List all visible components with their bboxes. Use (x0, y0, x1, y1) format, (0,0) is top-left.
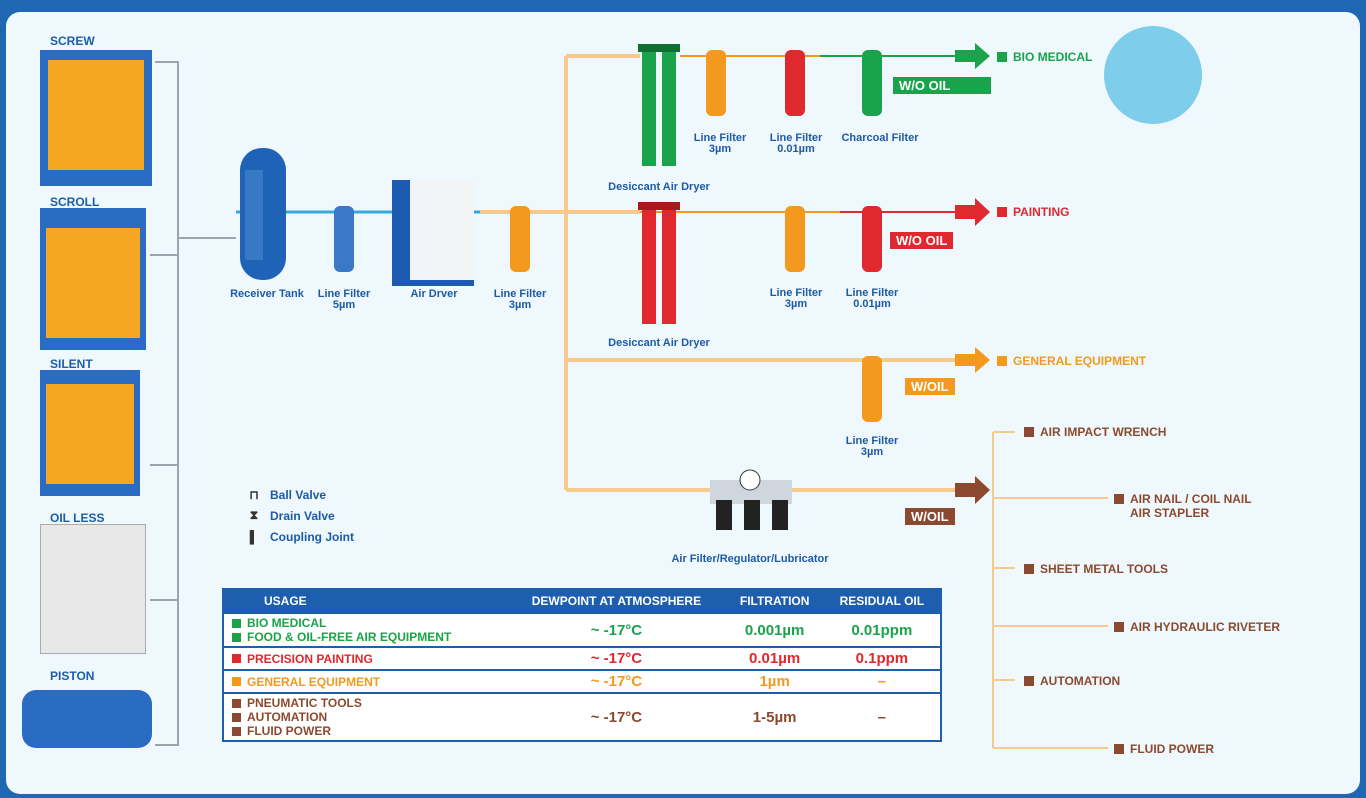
general-tag: W/OIL (905, 378, 955, 395)
drain-valve-icon: ⧗ (246, 508, 262, 523)
air-dryer (392, 180, 474, 286)
frl-unit (710, 470, 792, 530)
col-dewpoint: DEWPOINT AT ATMOSPHERE (507, 589, 725, 613)
tools-arrow (955, 476, 990, 504)
compressor-screw (40, 50, 152, 186)
receiver-tank-label: Receiver Tank (226, 289, 308, 300)
charcoal-label: Charcoal Filter (836, 133, 924, 144)
compressor-oilless (40, 524, 146, 654)
ball-valve-icon: ⊓ (246, 488, 262, 502)
legend-coupling: ▌Coupling Joint (246, 526, 354, 547)
filtration-cell: 0.001µm (726, 613, 824, 647)
desiccant-1-label: Desiccant Air Dryer (604, 182, 714, 193)
tool-fluid-power: FLUID POWER (1114, 742, 1214, 756)
usage-item: FOOD & OIL-FREE AIR EQUIPMENT (232, 630, 499, 644)
bio-lf3-label: Line Filter 3µm (690, 133, 750, 155)
tool-automation: AUTOMATION (1024, 674, 1120, 688)
compressor-silent-label: SILENT (50, 357, 93, 371)
line-filter-5-label: Line Filter 5µm (312, 289, 376, 311)
compressor-scroll (40, 208, 146, 350)
dewpoint-cell: ~ -17°C (507, 693, 725, 741)
usage-item: PNEUMATIC TOOLS (232, 696, 499, 710)
tool-sheet-metal: SHEET METAL TOOLS (1024, 562, 1168, 576)
tool-impact-wrench: AIR IMPACT WRENCH (1024, 425, 1166, 439)
paint-lf3-label: Line Filter 3µm (766, 288, 826, 310)
compressor-piston-label: PISTON (50, 669, 94, 683)
oil-cell: 0.1ppm (824, 647, 941, 670)
tools-branch (993, 432, 1108, 748)
compressor-scroll-label: SCROLL (50, 195, 99, 209)
filtration-cell: 1-5µm (726, 693, 824, 741)
col-usage: USAGE (223, 589, 507, 613)
usage-item: FLUID POWER (232, 724, 499, 738)
compressor-screw-label: SCREW (50, 34, 95, 48)
bio-tag: W/O OIL (893, 77, 991, 94)
usage-cell: GENERAL EQUIPMENT (223, 670, 507, 693)
filtration-cell: 0.01µm (726, 647, 824, 670)
coupling-icon: ▌ (246, 530, 262, 544)
compressor-piston (22, 690, 152, 748)
filtration-cell: 1µm (726, 670, 824, 693)
compressor-oilless-label: OIL LESS (50, 511, 104, 525)
col-oil: RESIDUAL OIL (824, 589, 941, 613)
dest-paint: PAINTING (997, 205, 1069, 219)
bio-medical-image (1104, 26, 1202, 124)
usage-table: USAGE DEWPOINT AT ATMOSPHERE FILTRATION … (222, 588, 942, 742)
desiccant-2-label: Desiccant Air Dryer (604, 338, 714, 349)
bio-arrow (955, 43, 990, 69)
dewpoint-cell: ~ -17°C (507, 613, 725, 647)
dewpoint-cell: ~ -17°C (507, 647, 725, 670)
dest-bio: BIO MEDICAL (997, 50, 1092, 64)
paint-tag: W/O OIL (890, 232, 953, 249)
usage-cell: PRECISION PAINTING (223, 647, 507, 670)
oil-cell: – (824, 670, 941, 693)
bio-lf001-label: Line Filter 0.01µm (766, 133, 826, 155)
legend-ball-valve: ⊓Ball Valve (246, 484, 354, 505)
general-lf3-label: Line Filter 3µm (842, 436, 902, 458)
paint-arrow (955, 198, 990, 226)
orange-trunk (480, 56, 960, 490)
paint-lf001-label: Line Filter 0.01µm (842, 288, 902, 310)
usage-item: GENERAL EQUIPMENT (232, 675, 499, 689)
line-filter-3-label: Line Filter 3µm (488, 289, 552, 311)
oil-cell: – (824, 693, 941, 741)
usage-item: BIO MEDICAL (232, 616, 499, 630)
general-arrow (955, 347, 990, 373)
usage-item: AUTOMATION (232, 710, 499, 724)
frl-label: Air Filter/Regulator/Lubricator (660, 554, 840, 565)
usage-item: PRECISION PAINTING (232, 652, 499, 666)
dest-general: GENERAL EQUIPMENT (997, 354, 1146, 368)
legend: ⊓Ball Valve ⧗Drain Valve ▌Coupling Joint (246, 484, 354, 547)
col-filtration: FILTRATION (726, 589, 824, 613)
legend-drain-valve: ⧗Drain Valve (246, 505, 354, 526)
air-dryer-label: Air Drver (396, 289, 472, 300)
tools-tag: W/OIL (905, 508, 955, 525)
receiver-tank (240, 148, 286, 280)
dewpoint-cell: ~ -17°C (507, 670, 725, 693)
oil-cell: 0.01ppm (824, 613, 941, 647)
compressor-silent (40, 370, 140, 496)
tool-riveter: AIR HYDRAULIC RIVETER (1114, 620, 1280, 634)
